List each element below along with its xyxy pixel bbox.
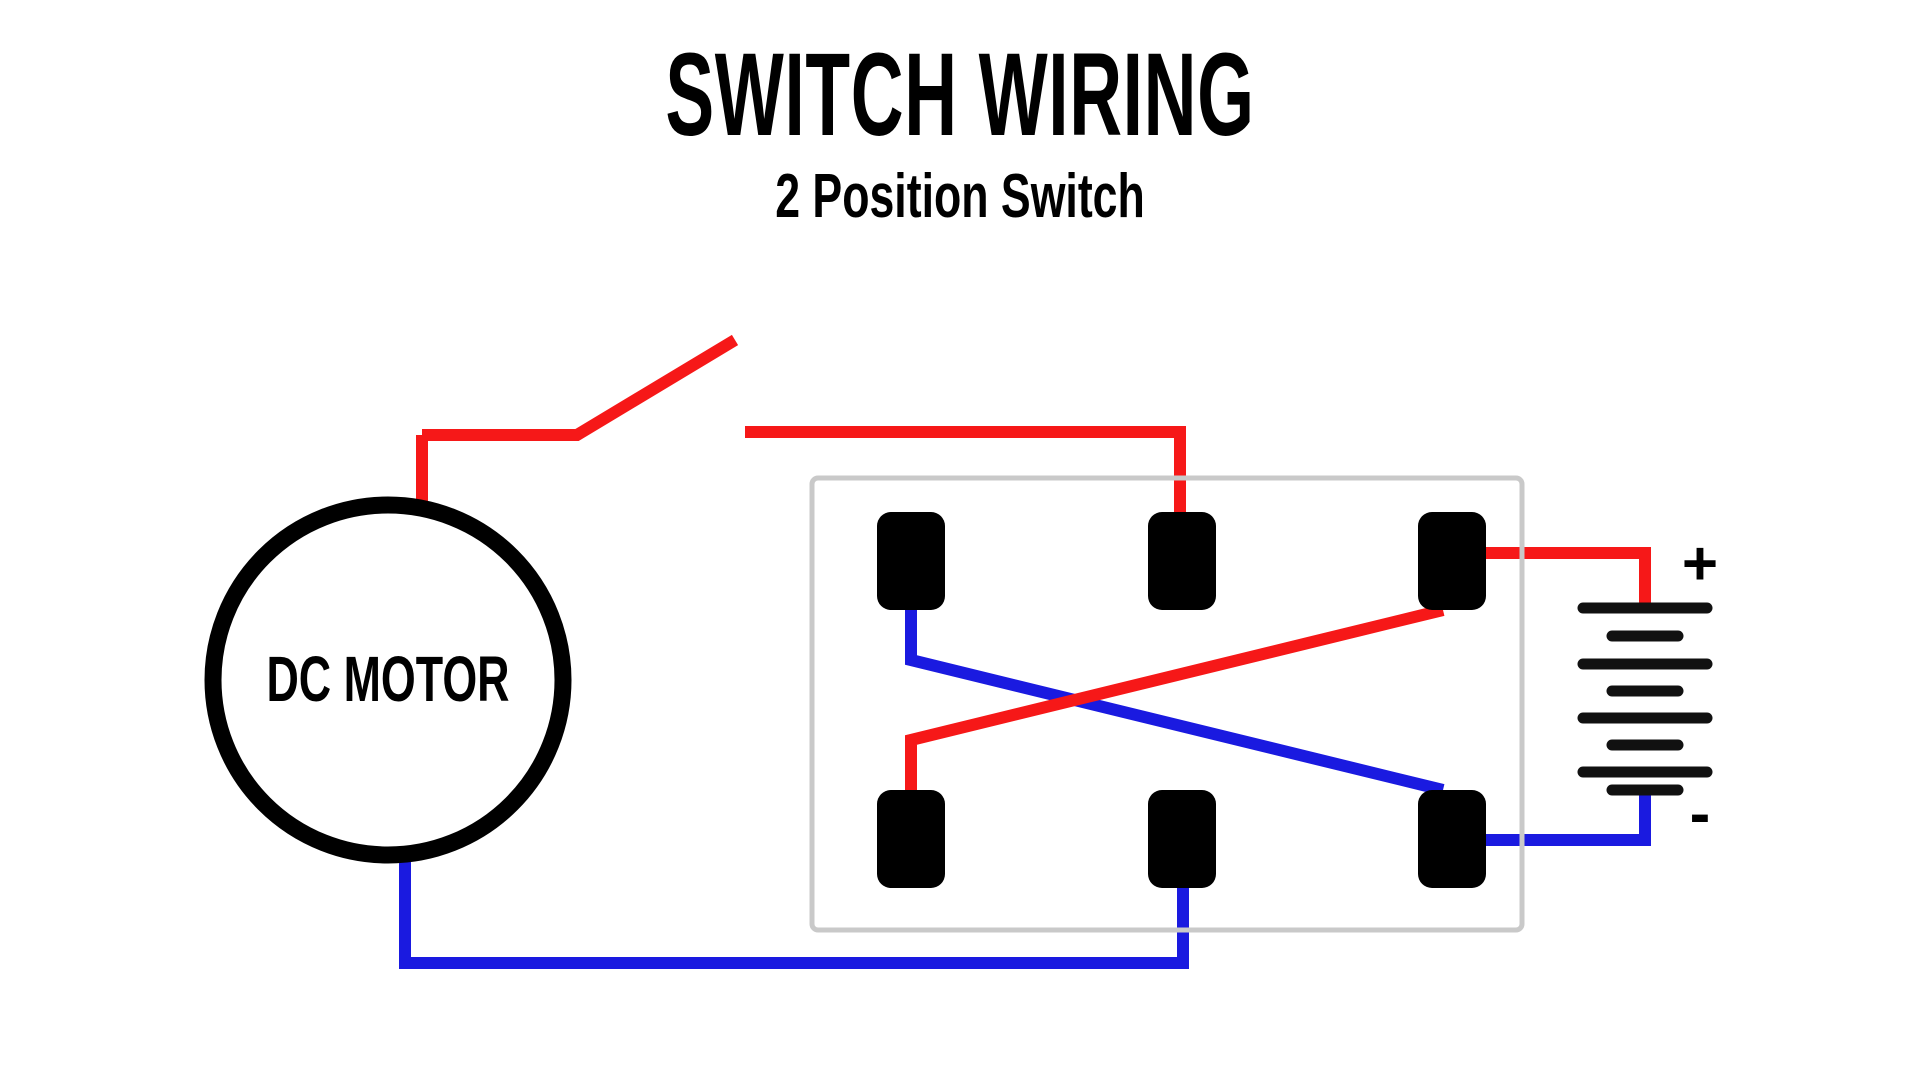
switch-terminal-bottom-middle[interactable] — [1148, 790, 1216, 888]
switch-terminals — [877, 512, 1486, 888]
switch-terminal-top-right[interactable] — [1418, 512, 1486, 610]
switch-terminal-bottom-right[interactable] — [1418, 790, 1486, 888]
wire-blue-to-battery-negative — [1486, 790, 1651, 846]
battery-negative-label: - — [1690, 779, 1711, 848]
switch-terminal-top-middle[interactable] — [1148, 512, 1216, 610]
switch-terminal-top-left[interactable] — [877, 512, 945, 610]
battery-positive-label: + — [1682, 529, 1718, 598]
wire-red-cross — [905, 604, 1445, 790]
wire-blue-cross — [905, 610, 1445, 796]
wire-blue-motor-to-switch — [399, 855, 1189, 969]
switch-terminal-bottom-left[interactable] — [877, 790, 945, 888]
switch-lever-arm[interactable] — [422, 334, 739, 441]
wire-red-lever-to-switch — [745, 426, 1186, 512]
dc-motor-body[interactable] — [204, 496, 572, 864]
wire-red-to-battery-positive — [1486, 547, 1651, 608]
dc-motor-label: DC MOTOR — [266, 643, 509, 715]
switch-body-outline[interactable] — [809, 475, 1525, 933]
battery-symbol — [1577, 602, 1713, 796]
